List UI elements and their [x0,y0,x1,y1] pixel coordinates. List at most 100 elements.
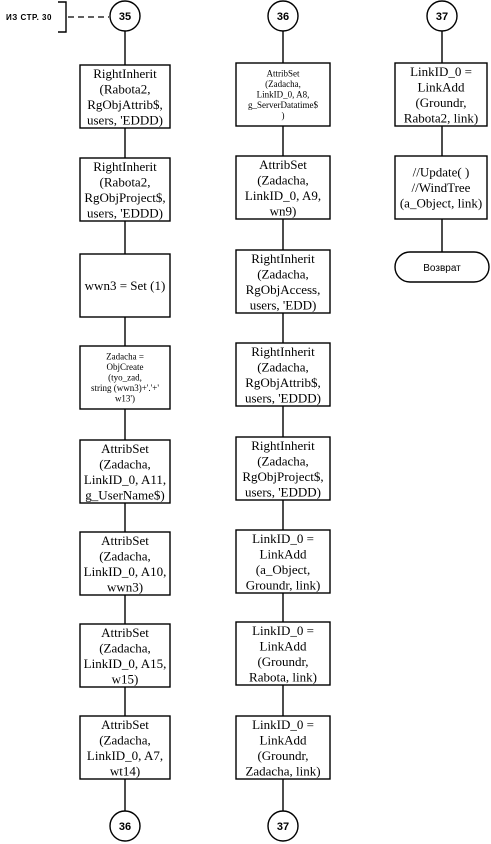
connector-label: 36 [119,821,131,833]
process-box-frame [394,155,488,220]
process-box-line: (Zadacha, [99,548,151,563]
process-box-line: (Zadacha, [257,172,309,187]
process-box: AttribSet(Zadacha,LinkID_0, A11,g_UserNa… [79,439,171,504]
terminator-return: Возврат [394,251,490,283]
process-box-line: //WindTree [412,180,471,195]
process-box-line: ) [282,111,285,121]
terminator-label: Возврат [423,263,461,274]
process-box-line: wt14) [110,763,140,778]
connector-label: 36 [277,11,289,23]
process-box-line: LinkID_0, A15, [84,656,167,671]
connector-37-end: 37 [267,810,299,842]
process-box-line: RgObjAttrib$, [87,97,162,112]
process-box-line: g_ServerDatatime$ [248,100,318,110]
connector-circle [109,810,141,842]
process-box-line: AttribSet [259,157,307,172]
process-box-line: w15) [112,671,139,686]
offpage-bracket [58,1,67,33]
connector-35-start: 35 [109,0,141,32]
process-box-line: (Zadacha, [265,79,301,89]
process-box-line: LinkID_0 = [252,717,314,732]
process-box-line: users, 'EDDD) [245,390,321,405]
process-box-line: LinkID_0 = [252,623,314,638]
process-box-line: (Rabota2, [100,81,151,96]
process-box-line: LinkID_0, A10, [84,564,167,579]
process-box-line: (Zadacha, [257,453,309,468]
process-box-frame [235,715,331,780]
process-box-line: LinkAdd [260,546,307,561]
process-box-line: string (wwn3)+'.'+' [91,383,159,393]
process-box-line: RightInherit [251,344,315,359]
process-box-frame [79,64,171,129]
process-box: RightInherit(Rabota2,RgObjAttrib$,users,… [79,64,171,129]
process-box-line: (Zadacha, [257,266,309,281]
process-box-line: LinkAdd [260,638,307,653]
process-box: AttribSet(Zadacha,LinkID_0, A15,w15) [79,623,171,688]
process-box-line: users, 'EDDD) [87,205,163,220]
process-box-line: LinkID_0, A7, [87,748,163,763]
process-box: RightInherit(Zadacha,RgObjAccess,users, … [235,249,331,314]
process-box-frame [235,529,331,594]
process-box-line: AttribSet [101,717,149,732]
process-box: AttribSet(Zadacha,LinkID_0, A8,g_ServerD… [235,62,331,127]
process-box-line: (Groundr, [257,654,308,669]
process-box-line: RgObjAccess, [246,282,321,297]
process-box-line: RightInherit [251,438,315,453]
process-box-line: users, 'EDDD) [87,112,163,127]
process-box-line: (a_Object, link) [400,196,482,211]
process-box-line: (tyo_zad, [108,373,142,383]
process-box-frame [79,253,171,318]
process-box: RightInherit(Zadacha,RgObjProject$,users… [235,436,331,501]
process-box-line: users, 'EDDD) [245,484,321,499]
process-box-line: (Zadacha, [99,732,151,747]
process-box-line: LinkID_0 = [252,531,314,546]
process-box-line: RgObjProject$, [242,469,323,484]
process-box-line: RightInherit [251,251,315,266]
process-box-frame [79,531,171,596]
process-box: LinkID_0 =LinkAdd(Groundr,Zadacha, link) [235,715,331,780]
process-box: AttribSet(Zadacha,LinkID_0, A10,wwn3) [79,531,171,596]
process-box-line: (Rabota2, [100,174,151,189]
process-box-line: LinkID_0, A9, [245,188,321,203]
process-box: //Update( )//WindTree(a_Object, link) [394,155,488,220]
process-box-line: Rabota, link) [249,669,317,684]
process-box-line: (Zadacha, [257,359,309,374]
process-box-line: AttribSet [101,533,149,548]
process-box-frame [235,621,331,686]
process-box-line: RightInherit [93,66,157,81]
process-box: AttribSet(Zadacha,LinkID_0, A9,wn9) [235,155,331,220]
process-box-frame [79,439,171,504]
process-box-line: (Zadacha, [99,456,151,471]
process-box-line: LinkAdd [418,79,465,94]
process-box-line: w13') [115,394,135,404]
process-box-line: Groundr, link) [246,577,321,592]
process-box: AttribSet(Zadacha,LinkID_0, A7,wt14) [79,715,171,780]
process-box-line: LinkID_0, A11, [84,472,166,487]
process-box-line: Zadacha, link) [245,763,320,778]
process-box-line: (Zadacha, [99,640,151,655]
process-box-line: LinkAdd [260,732,307,747]
process-box-line: AttribSet [101,441,149,456]
process-box-line: users, 'EDD) [250,297,317,312]
process-box: wwn3 = Set (1) [79,253,171,318]
connector-label: 37 [436,11,448,23]
process-box: LinkID_0 =LinkAdd(Groundr,Rabota2, link) [394,62,488,127]
process-box-line: ObjCreate [107,362,144,372]
process-box: RightInherit(Zadacha,RgObjAttrib$,users,… [235,342,331,407]
process-box-line: //Update( ) [413,165,470,180]
process-box-line: AttribSet [267,69,300,79]
process-box-frame [394,62,488,127]
process-box-line: wwn3) [107,579,143,594]
process-box-frame [79,623,171,688]
process-box-frame [235,249,331,314]
process-box-line: AttribSet [101,625,149,640]
process-box: RightInherit(Rabota2,RgObjProject$,users… [79,157,171,222]
process-box-frame [79,345,171,410]
process-box-line: RightInherit [93,159,157,174]
process-box: LinkID_0 =LinkAdd(Groundr,Rabota, link) [235,621,331,686]
process-box-line: wn9) [270,203,297,218]
process-box-frame [235,342,331,407]
offpage-label: ИЗ СТР. 30 [6,13,52,22]
connector-circle [267,810,299,842]
